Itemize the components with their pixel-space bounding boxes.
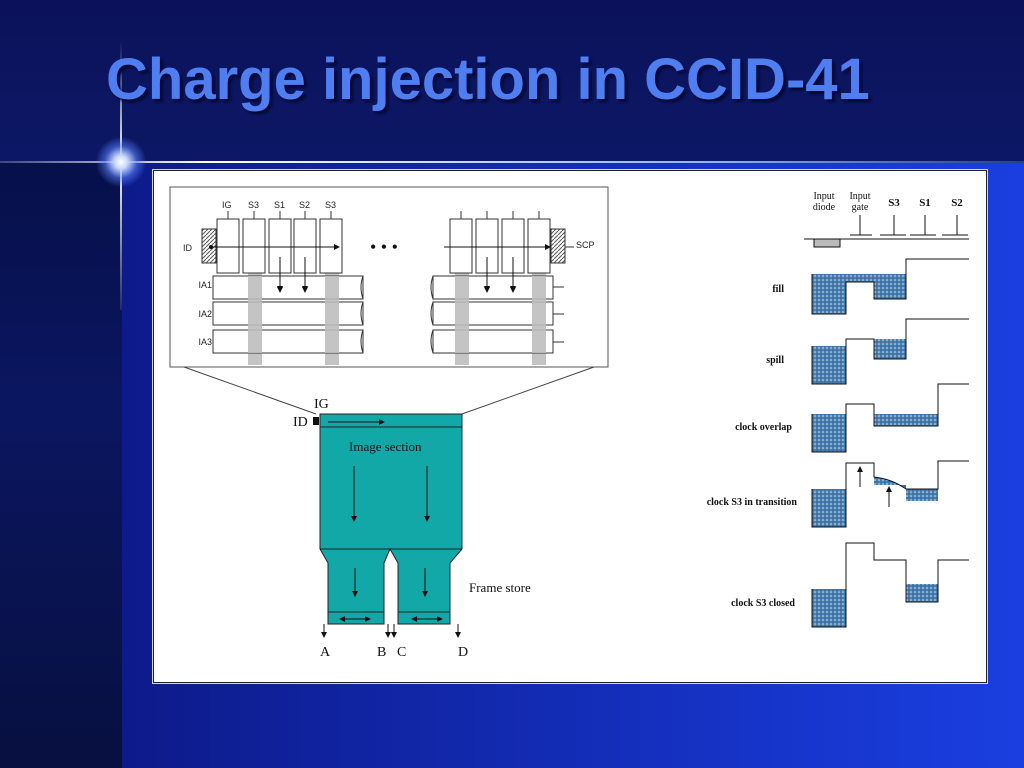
header-background [0,0,1024,163]
output-label-d: D [458,645,468,660]
header-s2: S2 [951,197,963,209]
inset-label-s1: S1 [274,200,285,210]
slide-title: Charge injection in CCID-41 [106,47,870,112]
image-rows [212,275,564,354]
chip-label-id: ID [293,415,308,430]
left-gates [216,218,343,274]
zoom-line-right [461,366,595,415]
inset-label-s2: S2 [299,200,310,210]
output-label-c: C [397,645,406,660]
lens-flare-icon [96,137,146,187]
header-input-gate-line2: gate [852,202,869,213]
header-input-gate-line1: Input [849,191,870,202]
image-section-label: Image section [349,439,422,454]
inset-label-s3: S3 [248,200,259,210]
header-s3: S3 [888,197,900,209]
potential-diagrams: Input diode Input gate S3 S1 S2 fill spi… [707,191,969,628]
inset-label-s3b: S3 [325,200,336,210]
header-s1: S1 [919,197,931,209]
row-label-ia3: IA3 [198,337,212,347]
row-label-fill: fill [772,284,784,295]
output-label-b: B [377,645,386,660]
electrode-sketch [804,215,969,248]
id-diode [201,228,217,264]
zoom-line-left [183,366,317,415]
ccd-figure: IG S3 S1 S2 S3 ID • • • SCP [153,170,987,683]
inset-label-scp: SCP [576,240,595,250]
inset-diagram: IG S3 S1 S2 S3 ID • • • SCP [169,186,609,368]
header-input-diode-line1: Input [813,191,834,202]
horizontal-light-line [0,161,1024,163]
scp-drain [550,228,566,264]
row-label-ia1: IA1 [198,280,212,290]
row-label-clock-s3-transition: clock S3 in transition [707,497,798,508]
inset-label-ig: IG [222,200,232,210]
output-label-a: A [320,645,331,660]
left-gate-ticks [227,211,332,219]
ccd-chip: IG ID Image section Frame store A B C D [293,397,531,660]
inset-label-id: ID [183,243,193,253]
left-panel-background [0,163,122,768]
inset-ellipsis: • • • [370,237,398,257]
frame-store-label: Frame store [469,580,531,595]
row-label-clock-overlap: clock overlap [735,422,792,433]
chip-label-ig: IG [314,397,329,412]
right-gates [449,218,551,274]
row-label-clock-s3-closed: clock S3 closed [731,598,795,609]
header-input-diode-line2: diode [813,202,836,213]
row-label-ia2: IA2 [198,309,212,319]
row-label-spill: spill [766,355,784,366]
